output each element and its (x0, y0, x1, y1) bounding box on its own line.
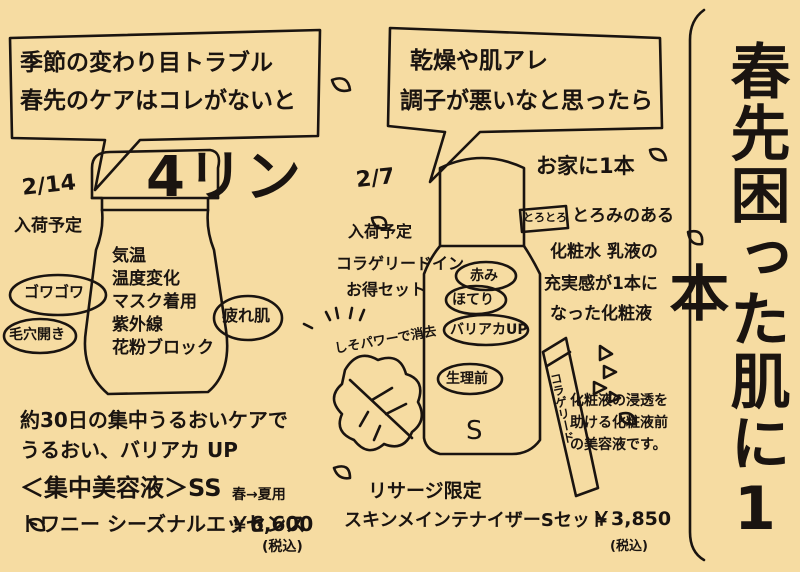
bottle-logo: S (466, 416, 483, 446)
right-date: 2/7 (354, 164, 396, 193)
right-note3: の美容液です。 (570, 437, 667, 453)
bottle-item-redness: 赤み (470, 268, 498, 284)
right-tax: (税込) (610, 539, 648, 554)
right-desc3: なった化粧液 (550, 304, 652, 324)
left-speech-bubble (8, 28, 322, 192)
right-desc1: 化粧水 乳液の (550, 242, 658, 262)
left-product-type: ＜集中美容液＞SS (20, 474, 222, 502)
left-product-name: トワニー シーズナルエッセンス (20, 512, 306, 536)
cause-item: 花粉ブロック (112, 338, 214, 358)
right-note2: 助ける化粧液前 (570, 415, 668, 431)
left-desc-line2: うるおい、バリアカ UP (20, 438, 238, 462)
right-product-name: スキンメインテナイザーSセット (344, 510, 608, 531)
left-tax: (税込) (262, 539, 303, 555)
right-note1: 化粧液の浸透を (570, 393, 668, 409)
toro-badge: とろとろ (523, 211, 567, 224)
left-price: ￥6,600 (230, 512, 314, 536)
bubble-redness (454, 260, 518, 292)
tube-outline (541, 336, 600, 498)
cause-item: マスク着用 (112, 292, 197, 312)
left-date: 2/14 (20, 170, 78, 201)
causes-list: 気温 温度変化 マスク着用 紫外線 花粉ブロック (112, 248, 214, 357)
left-bubble-line2: 春先のケアはコレがないと (20, 88, 296, 114)
cause-item: 温度変化 (112, 269, 180, 289)
left-arrival: 入荷予定 (14, 216, 82, 236)
vertical-title: 春先困った肌に1本 (658, 40, 790, 546)
right-desc2: 充実感が1本に (544, 274, 658, 294)
tag-pores: 毛穴開き (9, 327, 65, 343)
tag-tired: 疲れ肌 (222, 306, 271, 325)
right-set-line1: コラゲリードイン (336, 254, 465, 273)
toro-badge-outline (518, 204, 570, 234)
left-bubble-line1: 季節の変わり目トラブル (20, 50, 273, 76)
right-limited: リサージ限定 (368, 480, 482, 502)
bottle-item-hotflush: ほてり (452, 292, 494, 308)
right-bottle-outline (422, 156, 542, 456)
bubble-hotflush (444, 284, 508, 316)
bubble-premenstrual (436, 362, 504, 396)
left-desc-line1: 約30日の集中うるおいケアで (20, 408, 288, 432)
cause-item: 気温 (112, 246, 146, 266)
tag-goawa-bubble (8, 273, 108, 317)
right-bubble-line1: 乾燥や肌アレ (410, 48, 548, 74)
right-price: ￥3,850 (592, 508, 672, 530)
cause-item: 紫外線 (112, 315, 163, 335)
right-set-line2: お得セット (346, 280, 427, 299)
right-arrival: 入荷予定 (348, 222, 413, 241)
tag-pores-bubble (2, 317, 78, 355)
bottle-item-barrier: バリアカUP (450, 322, 528, 338)
toro-text: とろみのある (572, 206, 674, 226)
left-season-note: 春→夏用 (232, 487, 286, 503)
left-bottle-label: 4リン (146, 145, 303, 210)
tag-tired-bubble (212, 294, 284, 342)
bottle-item-premenstrual: 生理前 (446, 371, 488, 387)
home-line: お家に1本 (536, 154, 635, 178)
tag-goawa: ゴワゴワ (24, 283, 85, 301)
bubble-barrier (442, 313, 530, 347)
leaf-outline (332, 354, 424, 452)
right-speech-bubble (386, 26, 664, 184)
right-bubble-line2: 調子が悪いなと思ったら (400, 88, 653, 114)
